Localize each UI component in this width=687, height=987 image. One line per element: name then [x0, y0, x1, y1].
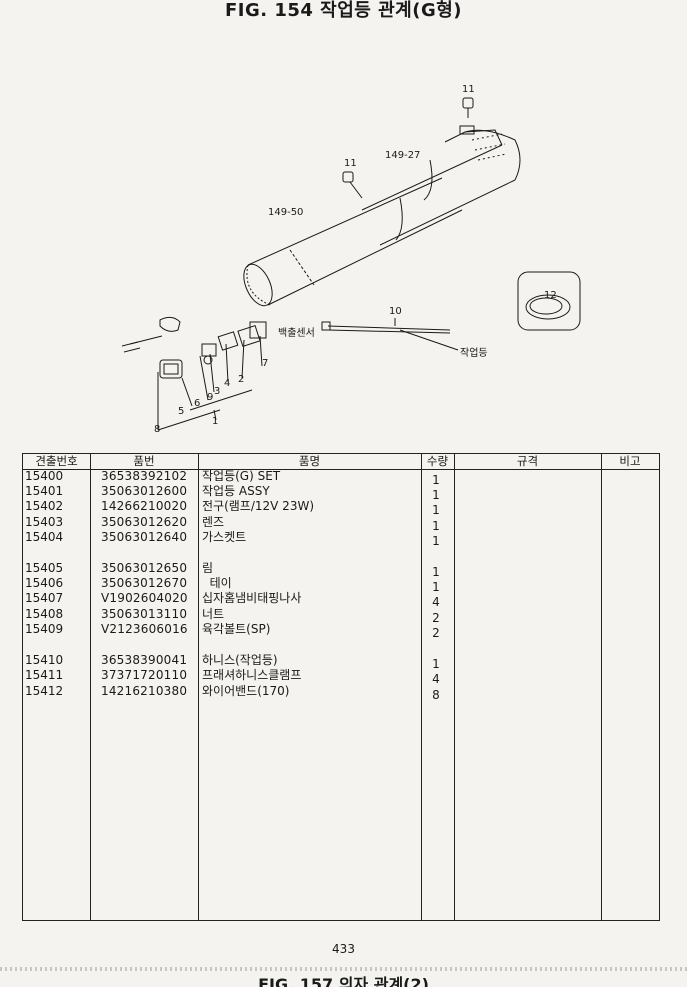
table-row: 15412 14216210380 와이어밴드(170) 8 — [25, 684, 440, 702]
header-remark: 비고 — [619, 454, 641, 468]
clamp-11-top — [462, 97, 474, 118]
table-row: 15408 35063013110 너트 2 — [25, 607, 440, 625]
boom-tube-149-27 — [361, 125, 521, 246]
header-part-no: 품번 — [133, 454, 155, 468]
callout-sensor: 백출센서 — [278, 327, 315, 339]
callout-lamp: 작업등 — [460, 346, 488, 359]
exploded-parts-diagram: 11 149-27 11 149-50 12 10 백출센서 작업등 8 5 6… — [121, 84, 581, 435]
table-row: 15409 V2123606016 육각볼트(SP) 2 — [25, 622, 440, 640]
table-row: 15404 35063012640 가스켓트 1 — [25, 530, 440, 548]
callout-9: 9 — [207, 392, 213, 403]
table-row: 15410 36538390041 하니스(작업등) 1 — [25, 653, 440, 671]
callout-2: 2 — [238, 374, 244, 385]
table-row: 15403 35063012620 렌즈 1 — [25, 515, 440, 533]
callout-8: 8 — [154, 424, 160, 435]
table-row: 15406 35063012670 테이 1 — [25, 576, 440, 594]
next-figure-title: FIG. 157 의자 관계(2) — [258, 975, 429, 987]
table-row: 15407 V1902604020 십자홈냄비태핑나사 4 — [25, 591, 440, 609]
work-lamp-assembly — [121, 316, 267, 431]
boom-tube-149-50 — [243, 177, 463, 307]
wire-band-12 — [517, 271, 581, 331]
header-code: 견출번호 — [35, 454, 78, 468]
callout-6: 6 — [194, 398, 200, 409]
table-row: 15402 14266210020 전구(램프/12V 23W) 1 — [25, 499, 440, 517]
callout-10: 10 — [389, 306, 402, 317]
harness-10 — [321, 318, 459, 351]
callout-149-50: 149-50 — [268, 207, 303, 218]
clamp-11-mid — [342, 171, 363, 199]
page-number: 433 — [332, 942, 355, 956]
callout-4: 4 — [224, 378, 230, 389]
parts-table: 견출번호 품번 품명 수량 규격 비고 15400 36538392102 작업… — [22, 453, 660, 921]
callout-7: 7 — [262, 358, 268, 369]
table-row: 15411 37371720110 프래셔하니스클램프 4 — [25, 668, 440, 686]
table-row: 15401 35063012600 작업등 ASSY 1 — [25, 484, 440, 502]
callout-11-mid: 11 — [344, 158, 357, 169]
callout-3: 3 — [214, 386, 220, 397]
callout-1: 1 — [212, 416, 218, 427]
header-spec: 규격 — [516, 454, 539, 468]
table-row: 15400 36538392102 작업등(G) SET 1 — [25, 469, 440, 487]
callout-12: 12 — [544, 290, 557, 301]
header-name: 품명 — [298, 454, 321, 468]
callout-11-top: 11 — [462, 84, 475, 95]
header-qty: 수량 — [426, 454, 449, 468]
callout-5: 5 — [178, 406, 184, 417]
figure-title: FIG. 154 작업등 관계(G형) — [224, 0, 463, 21]
scan-artifact-line — [0, 967, 687, 971]
callout-149-27: 149-27 — [385, 150, 420, 161]
table-row: 15405 35063012650 림 1 — [25, 561, 440, 579]
